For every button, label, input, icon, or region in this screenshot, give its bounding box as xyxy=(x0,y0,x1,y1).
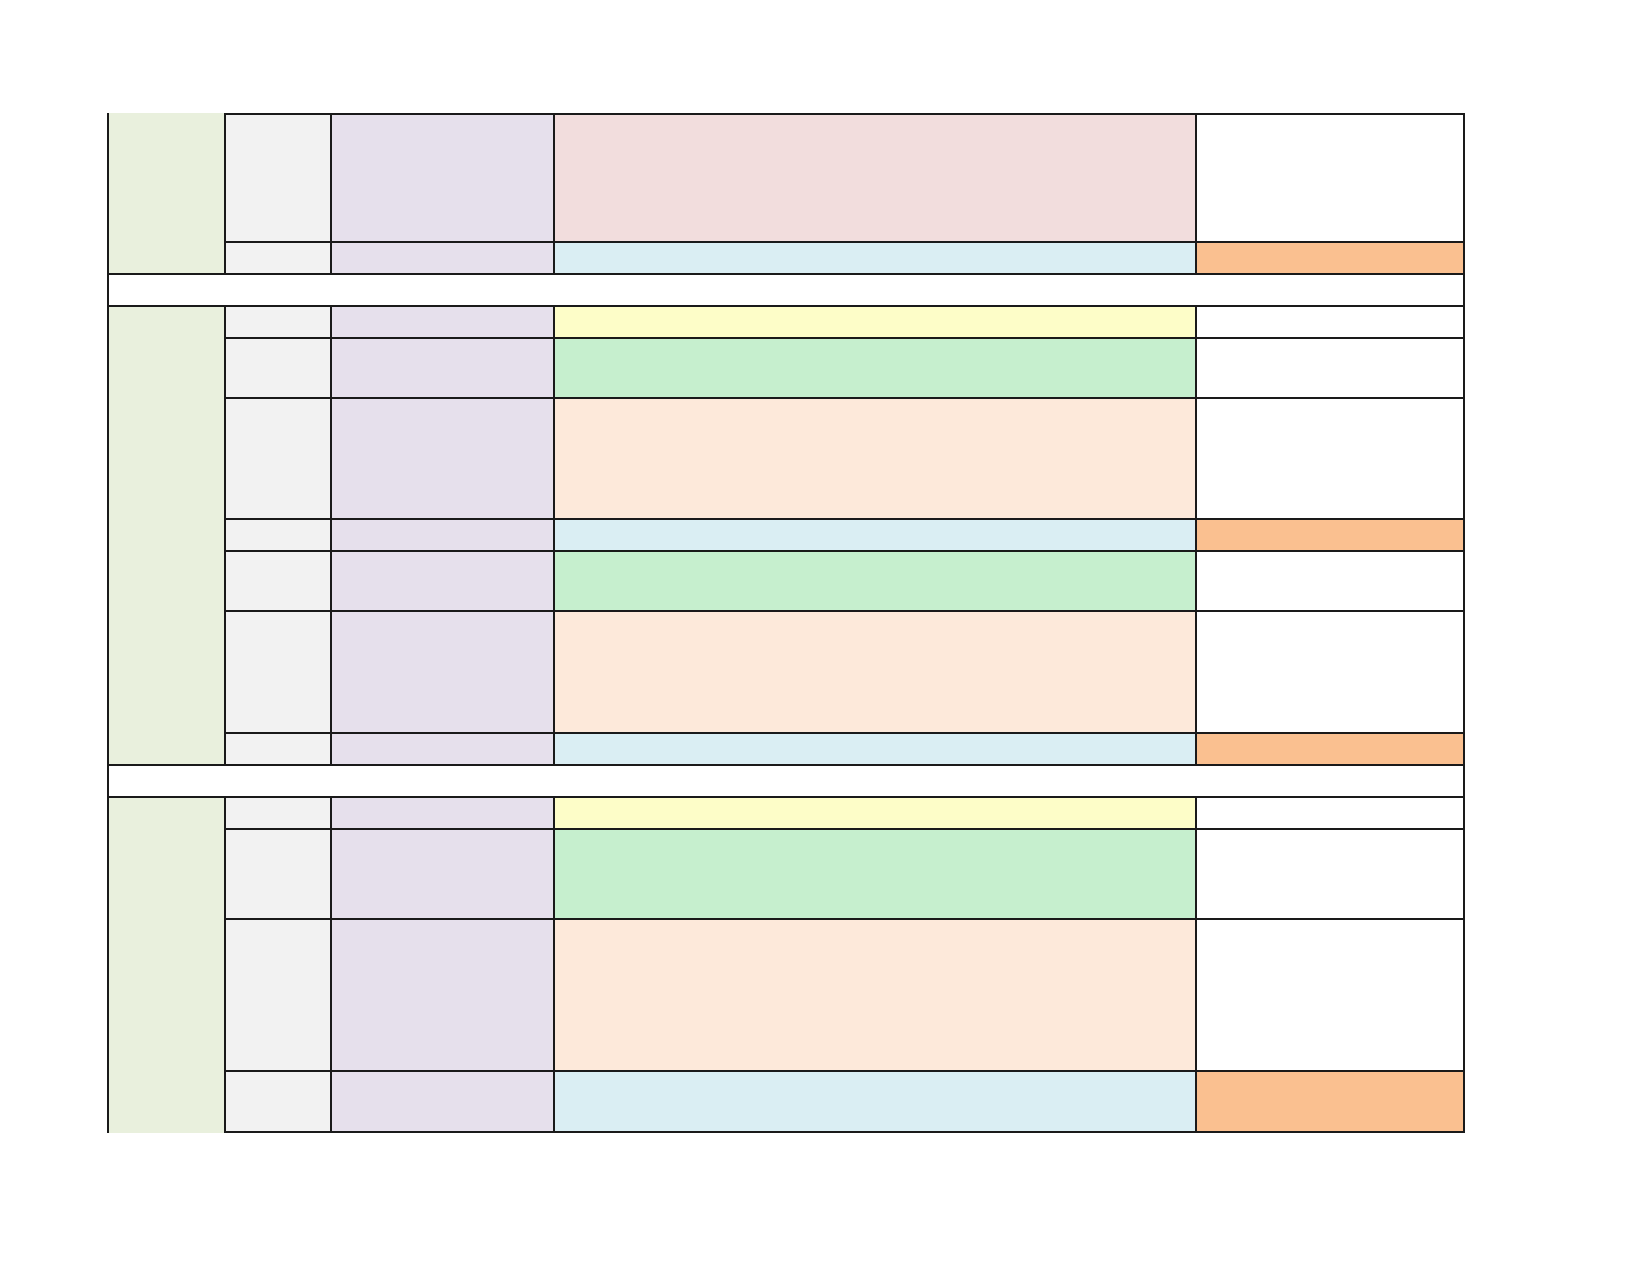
total-cell-g1-r2 xyxy=(1195,241,1465,275)
label-cell-g2-r7 xyxy=(330,732,555,766)
index-cell-g2-r6 xyxy=(224,610,332,734)
index-cell-g3-r4 xyxy=(224,1070,332,1133)
index-cell-g3-r2 xyxy=(224,828,332,920)
note-cell-g3-r1 xyxy=(1195,796,1465,830)
label-cell-g2-r2 xyxy=(330,337,555,399)
index-cell-g3-r1 xyxy=(224,796,332,830)
group-cell-2 xyxy=(107,305,224,766)
index-cell-g2-r1 xyxy=(224,305,332,339)
group-cell-1 xyxy=(107,113,224,275)
label-cell-g1-r1 xyxy=(330,113,555,243)
summary-cell-g2-r4 xyxy=(553,518,1197,552)
detail-cell-g2-r6 xyxy=(553,610,1197,734)
note-cell-g1-r1 xyxy=(1195,113,1465,243)
index-cell-g2-r7 xyxy=(224,732,332,766)
total-cell-g2-r7 xyxy=(1195,732,1465,766)
index-cell-g2-r2 xyxy=(224,337,332,399)
label-cell-g3-r2 xyxy=(330,828,555,920)
separator-band-2 xyxy=(107,764,1465,798)
label-cell-g3-r4 xyxy=(330,1070,555,1133)
topic-cell-g1-r1 xyxy=(553,113,1197,243)
note-cell-g3-r3 xyxy=(1195,918,1465,1072)
index-cell-g1-r1 xyxy=(224,113,332,243)
index-cell-g3-r3 xyxy=(224,918,332,1072)
label-cell-g1-r2 xyxy=(330,241,555,275)
label-cell-g2-r5 xyxy=(330,550,555,612)
header-cell-g3-r1 xyxy=(553,796,1197,830)
label-cell-g3-r1 xyxy=(330,796,555,830)
separator-band-1 xyxy=(107,273,1465,307)
note-cell-g2-r1 xyxy=(1195,305,1465,339)
goal-cell-g2-r2 xyxy=(553,337,1197,399)
label-cell-g2-r1 xyxy=(330,305,555,339)
note-cell-g2-r5 xyxy=(1195,550,1465,612)
label-cell-g2-r3 xyxy=(330,397,555,520)
goal-cell-g3-r2 xyxy=(553,828,1197,920)
summary-cell-g1-r2 xyxy=(553,241,1197,275)
label-cell-g2-r4 xyxy=(330,518,555,552)
note-cell-g2-r6 xyxy=(1195,610,1465,734)
summary-cell-g2-r7 xyxy=(553,732,1197,766)
index-cell-g2-r3 xyxy=(224,397,332,520)
goal-cell-g2-r5 xyxy=(553,550,1197,612)
label-cell-g3-r3 xyxy=(330,918,555,1072)
index-cell-g2-r5 xyxy=(224,550,332,612)
detail-cell-g2-r3 xyxy=(553,397,1197,520)
total-cell-g3-r4 xyxy=(1195,1070,1465,1133)
total-cell-g2-r4 xyxy=(1195,518,1465,552)
summary-cell-g3-r4 xyxy=(553,1070,1197,1133)
detail-cell-g3-r3 xyxy=(553,918,1197,1072)
group-cell-3 xyxy=(107,796,224,1133)
index-cell-g2-r4 xyxy=(224,518,332,552)
note-cell-g2-r2 xyxy=(1195,337,1465,399)
note-cell-g2-r3 xyxy=(1195,397,1465,520)
note-cell-g3-r2 xyxy=(1195,828,1465,920)
header-cell-g2-r1 xyxy=(553,305,1197,339)
label-cell-g2-r6 xyxy=(330,610,555,734)
index-cell-g1-r2 xyxy=(224,241,332,275)
